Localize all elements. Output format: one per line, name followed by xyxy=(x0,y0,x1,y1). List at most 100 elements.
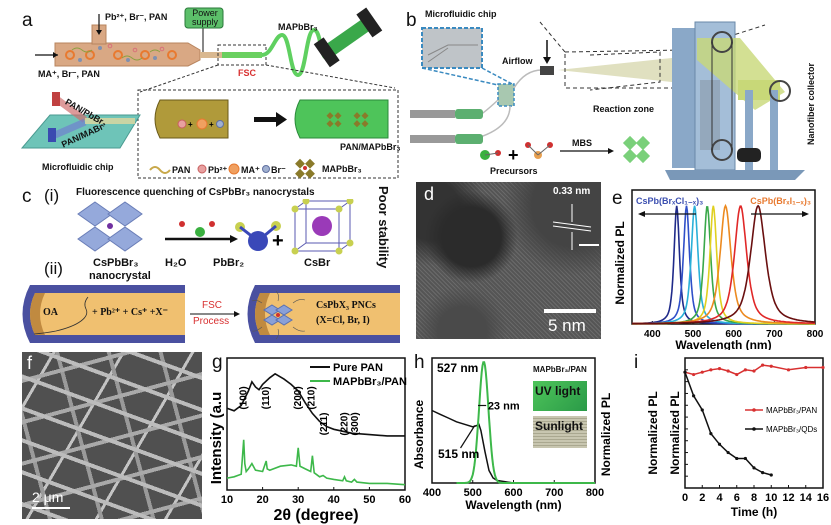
legend-label: MAPbBr₃/QDs xyxy=(766,425,817,434)
pointer-515 xyxy=(460,425,476,449)
oa-label: OA xyxy=(43,307,58,318)
data-point xyxy=(700,408,704,412)
x-tick-label: 10 xyxy=(765,492,777,504)
data-point xyxy=(735,456,739,461)
c-title: Fluorescence quenching of CsPbBr₃ nanocr… xyxy=(76,187,315,198)
lattice-fringe xyxy=(552,221,592,228)
zoom-line-right xyxy=(265,64,396,89)
chip-syringe-blue xyxy=(48,128,56,142)
panel-c-ii-schematic xyxy=(22,285,400,343)
species-csbr: CsBr xyxy=(304,257,331,269)
fsc-segment xyxy=(222,52,262,58)
fsc-process-1: FSC xyxy=(202,300,222,311)
tube-body xyxy=(54,42,201,67)
product-line-2: (X=Cl, Br, I) xyxy=(316,315,370,326)
data-point xyxy=(743,456,747,461)
legend-mapbbr3: MAPbBr₃ xyxy=(322,164,362,174)
panel-label-b: b xyxy=(406,10,417,31)
inlet-top-label: Pb²⁺, Br⁻, PAN xyxy=(105,12,168,22)
x-tick-label: 800 xyxy=(586,487,604,499)
data-point xyxy=(769,473,773,477)
reaction-label: + Pb²⁺ + Cs⁺ +X⁻ xyxy=(92,307,168,318)
uv-light-photo xyxy=(533,381,587,411)
perovskite-product xyxy=(622,135,651,164)
data-point xyxy=(700,370,704,374)
x-tick-label: 12 xyxy=(782,492,794,504)
h-sample-label: MAPbBr₃/PAN xyxy=(533,365,587,374)
ligand-chains xyxy=(251,290,306,340)
x-tick-label: 16 xyxy=(817,492,829,504)
y-axis-label: Normalized PL xyxy=(668,391,682,474)
data-point xyxy=(709,368,713,372)
y-axis-right-label: Normalized PL xyxy=(599,393,613,476)
legend-label: MAPbBr₃/PAN xyxy=(766,406,817,415)
tem-scalebar-label: 5 nm xyxy=(548,316,586,335)
chip-channel-red xyxy=(55,97,88,123)
fiber-left-cap xyxy=(30,293,45,335)
species-cspbbr3: CsPbBr₃ xyxy=(93,257,139,269)
bond xyxy=(257,224,277,243)
b-chip-label: Microfluidic chip xyxy=(425,9,497,19)
x-tick-label: 60 xyxy=(399,494,411,506)
data-point xyxy=(735,372,739,377)
sunlight-label: Sunlight xyxy=(535,419,583,433)
sem-image xyxy=(22,352,202,519)
data-point xyxy=(683,370,687,374)
y-axis-label: Absorbance xyxy=(412,400,426,470)
sub-label-i: (i) xyxy=(44,186,60,205)
x-tick-label: 10 xyxy=(221,494,233,506)
lattice-spacing-label: 0.33 nm xyxy=(553,186,591,197)
pl-curve-peak-535 xyxy=(632,206,815,325)
data-point xyxy=(761,471,765,475)
x-tick-label: 0 xyxy=(682,492,688,504)
species-h2o: H₂O xyxy=(165,257,187,269)
pan-legend-icon xyxy=(149,166,171,174)
cs-atom xyxy=(312,216,332,236)
pl-curve-peak-617 xyxy=(632,205,815,325)
annotation-515: 515 nm xyxy=(438,447,479,461)
panel-label-a: a xyxy=(22,10,33,31)
y-axis-label-outer: Normalized PL xyxy=(646,391,660,474)
water-molecule xyxy=(179,221,215,237)
legend-marker xyxy=(752,427,756,431)
lattice-fringe xyxy=(552,225,592,232)
panel-label-i: i xyxy=(634,352,639,373)
xrd-curve-0 xyxy=(226,372,405,437)
chip-syringe-red xyxy=(52,92,60,106)
x-tick-label: 600 xyxy=(725,329,742,340)
cspbbr3-octahedra xyxy=(77,201,143,252)
mapbbr3-crystals xyxy=(326,112,369,128)
gold-tube xyxy=(154,99,229,139)
peak-label: (210) xyxy=(307,386,318,409)
syringe-1 xyxy=(410,109,483,119)
power-supply-box xyxy=(184,7,224,29)
peak-label: (211) xyxy=(319,413,330,436)
pnc-crystal xyxy=(263,304,293,326)
annotation-527: 527 nm xyxy=(437,361,478,375)
peak-label: (300) xyxy=(350,412,361,435)
legend-label: Pure PAN xyxy=(333,362,383,374)
chip-zoom-line xyxy=(481,67,515,86)
arrow-left-head xyxy=(638,211,645,217)
chip-zoom-line xyxy=(421,67,499,86)
pl-curve-peak-580 xyxy=(632,203,815,325)
br-lattice-atoms xyxy=(291,199,354,255)
reaction-arrowhead xyxy=(230,235,238,243)
chip-channels xyxy=(427,44,478,63)
reaction-zone-label: Reaction zone xyxy=(593,104,655,114)
data-point xyxy=(752,466,756,470)
panel-c-i-schematic: + xyxy=(77,199,354,255)
br-legend-icon xyxy=(262,165,270,173)
arrow-right-label: CsPb(BrₓI₁₋ₓ)₃ xyxy=(750,196,811,206)
plot-frame xyxy=(226,357,406,491)
data-point xyxy=(726,369,730,373)
legend-pb: Pb²⁺ xyxy=(208,165,228,175)
green-tube xyxy=(294,99,389,139)
x-axis-label: 2θ (degree) xyxy=(273,507,358,524)
xrd-curve-1 xyxy=(226,439,406,486)
conversion-arrow xyxy=(254,117,276,122)
chip-inset xyxy=(421,27,483,69)
data-point xyxy=(786,368,791,372)
